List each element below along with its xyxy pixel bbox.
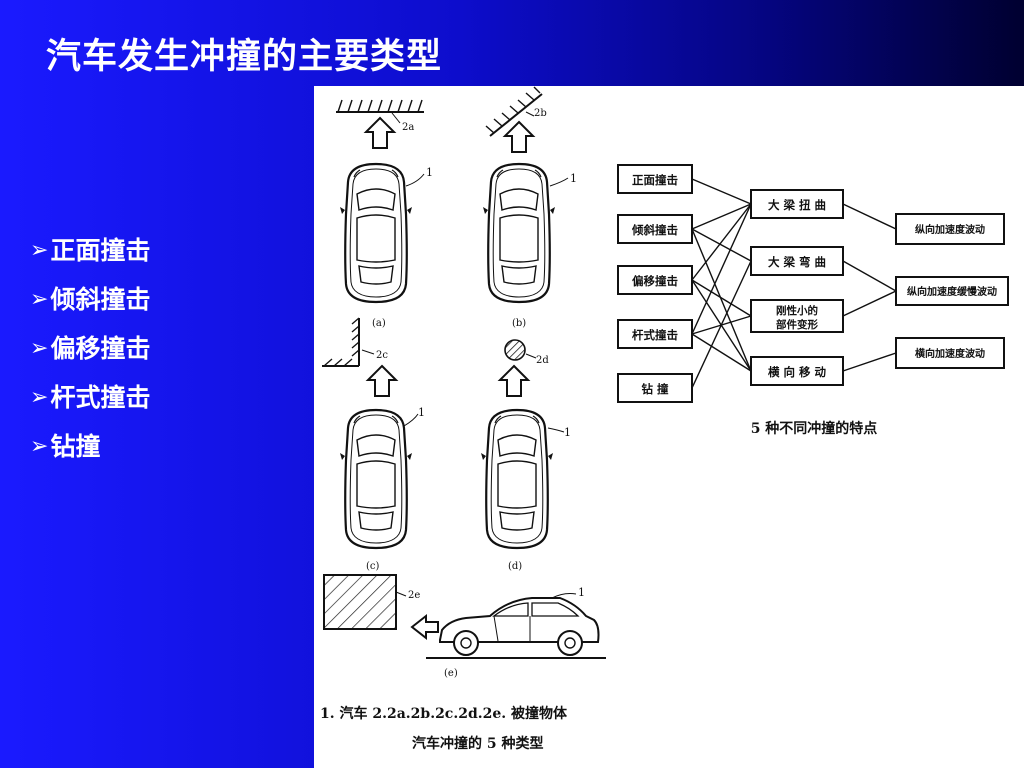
bullet-item: ➢杆式撞击 <box>30 373 150 422</box>
caption-left-1: 1. 汽车 2.2a.2b.2c.2d.2e. 被撞物体 <box>320 705 568 722</box>
arrow-bullet-icon: ➢ <box>30 384 49 410</box>
figure-panel: 2a 1 (a) 2b 1 (b) <box>314 86 1024 768</box>
label-2c: 2c <box>376 350 388 361</box>
crash-type-offset: 偏移撞击 <box>632 274 678 288</box>
label-car-b: 1 <box>570 172 577 185</box>
label-sub-c: (c) <box>366 561 380 572</box>
crash-type-pole: 杆式撞击 <box>632 328 678 342</box>
label-2b: 2b <box>534 108 547 119</box>
bullet-label: 杆式撞击 <box>50 382 151 412</box>
label-sub-d: (d) <box>508 561 522 572</box>
scene-e-underride: 2e 1 (e) <box>323 574 606 679</box>
crash-type-underride: 钻 撞 <box>641 382 669 396</box>
label-car-e: 1 <box>578 586 585 599</box>
effect-frame-twist: 大 梁 扭 曲 <box>768 198 826 212</box>
crash-diagram: 2a 1 (a) 2b 1 (b) <box>320 86 1009 752</box>
scene-a-frontal: 2a 1 (a) <box>336 99 433 329</box>
label-car-a: 1 <box>426 166 433 179</box>
bullet-label: 正面撞击 <box>50 235 151 265</box>
arrow-bullet-icon: ➢ <box>30 286 49 312</box>
label-2a: 2a <box>402 122 414 133</box>
bullet-label: 偏移撞击 <box>50 333 151 363</box>
label-2d: 2d <box>536 355 549 366</box>
bullet-list: ➢正面撞击 ➢倾斜撞击 ➢偏移撞击 ➢杆式撞击 ➢钻撞 <box>30 226 150 471</box>
bullet-item: ➢钻撞 <box>30 422 150 471</box>
scene-c-offset: 2c 1 (c) <box>322 317 425 572</box>
caption-left-2: 汽车冲撞的 5 种类型 <box>412 735 544 752</box>
bullet-label: 倾斜撞击 <box>50 284 151 314</box>
result-longitudinal-slow: 纵向加速度缓慢波动 <box>907 285 997 298</box>
effect-low-stiffness-1: 刚性小的 <box>776 304 818 317</box>
caption-right: 5 种不同冲撞的特点 <box>751 420 878 437</box>
effect-lateral-move: 横 向 移 动 <box>768 365 827 379</box>
scene-d-pole: 2d 1 (d) <box>479 339 571 572</box>
label-sub-a: (a) <box>372 318 386 329</box>
arrow-bullet-icon: ➢ <box>30 433 49 459</box>
arrow-bullet-icon: ➢ <box>30 237 49 263</box>
scene-b-oblique: 2b 1 (b) <box>481 86 577 329</box>
crash-type-frontal: 正面撞击 <box>632 173 678 187</box>
label-sub-b: (b) <box>512 318 526 329</box>
bullet-item: ➢偏移撞击 <box>30 324 150 373</box>
label-2e: 2e <box>408 590 420 601</box>
slide-title: 汽车发生冲撞的主要类型 <box>46 37 443 77</box>
arrow-bullet-icon: ➢ <box>30 335 49 361</box>
result-longitudinal-fluct: 纵向加速度波动 <box>915 223 985 236</box>
crash-characteristics-diagram: 正面撞击 倾斜撞击 偏移撞击 杆式撞击 钻 撞 大 梁 扭 曲 大 梁 弯 曲 … <box>617 164 1009 437</box>
bullet-item: ➢倾斜撞击 <box>30 275 150 324</box>
result-lateral-fluct: 横向加速度波动 <box>915 347 985 360</box>
label-car-d: 1 <box>564 426 571 439</box>
bullet-item: ➢正面撞击 <box>30 226 150 275</box>
bullet-label: 钻撞 <box>50 431 101 461</box>
effect-frame-bend: 大 梁 弯 曲 <box>768 255 826 269</box>
label-car-c: 1 <box>418 406 425 419</box>
effect-low-stiffness-2: 部件变形 <box>776 318 818 331</box>
label-sub-e: (e) <box>444 668 458 679</box>
crash-type-oblique: 倾斜撞击 <box>631 223 678 237</box>
